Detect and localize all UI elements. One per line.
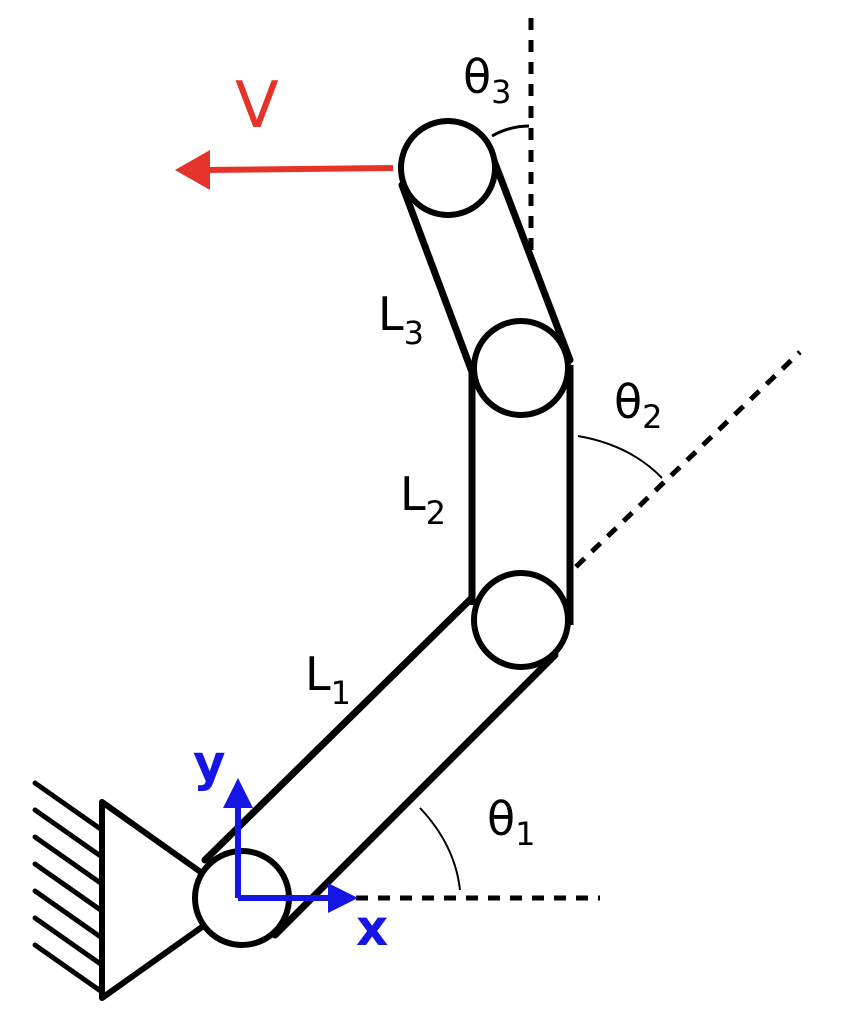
theta3-label: θ3 xyxy=(463,50,512,111)
y-axis-label: y xyxy=(193,734,226,792)
ground-hatching xyxy=(32,780,105,995)
link-2 xyxy=(468,365,574,625)
link2-label: L2 xyxy=(400,467,446,532)
theta1-arc xyxy=(419,807,461,891)
joint-3 xyxy=(471,318,571,418)
fixed-base-triangle xyxy=(99,799,243,1001)
velocity-arrow xyxy=(175,150,394,190)
theta2-reference-line xyxy=(558,350,802,584)
coordinate-axes xyxy=(223,778,358,913)
y-axis-arrowhead xyxy=(223,778,253,808)
velocity-label: V xyxy=(235,69,279,143)
link1-label: L1 xyxy=(305,647,351,712)
theta2-arc xyxy=(577,435,663,479)
x-axis-label: x xyxy=(356,899,388,957)
x-axis-arrowhead xyxy=(328,883,358,913)
link-1 xyxy=(201,581,559,939)
link3-label: L3 xyxy=(378,287,424,352)
theta2-label: θ2 xyxy=(614,375,663,436)
theta3-arc xyxy=(491,124,530,138)
theta1-label: θ1 xyxy=(487,792,536,853)
end-effector-joint xyxy=(398,118,498,218)
joint-2 xyxy=(471,570,571,670)
